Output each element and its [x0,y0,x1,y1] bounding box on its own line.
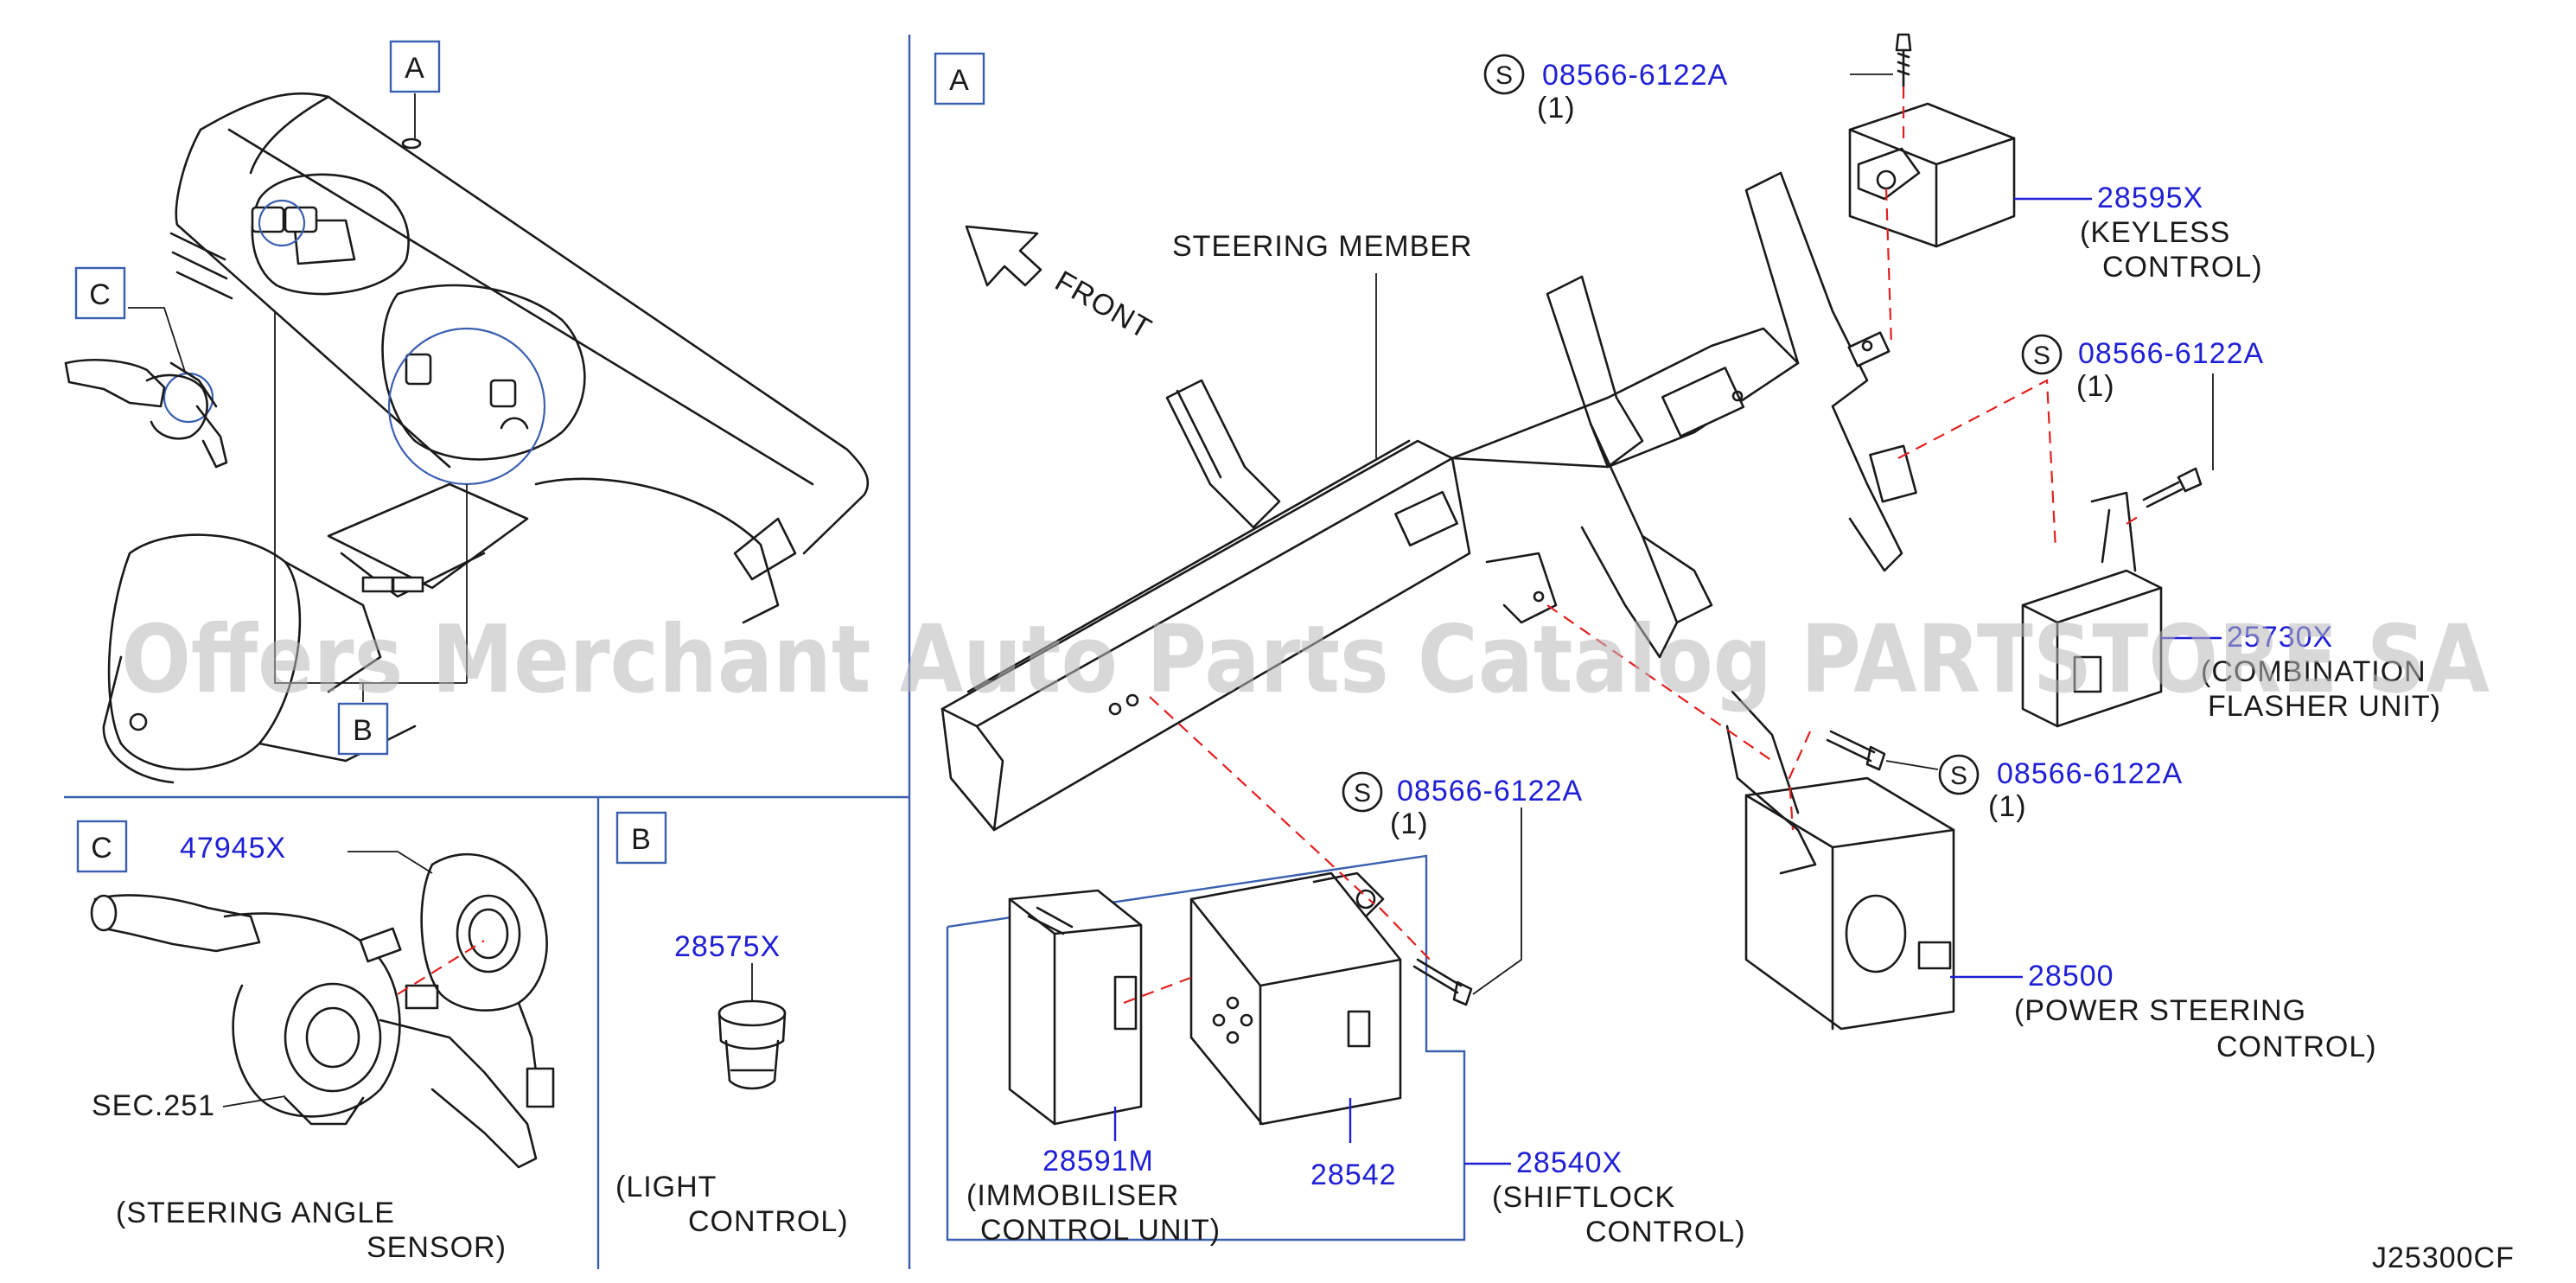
svg-text:S: S [2033,341,2050,370]
svg-text:STEERING MEMBER: STEERING MEMBER [1172,230,1472,263]
watermark: Offers Merchant Auto Parts Catalog PARTS… [121,606,2490,714]
shiftlock-label: 28540X (SHIFTLOCK CONTROL) [1464,1146,1746,1248]
power-steering-control-drawing [1546,604,1955,1031]
screw-callout-4: S 08566-6122A (1) [1342,771,1583,995]
steering-member-label: STEERING MEMBER [1172,230,1472,458]
svg-text:A: A [405,52,425,85]
steering-angle-sensor-labels: 47945X SEC.251 (STEERING ANGLE SENSOR) [92,832,507,1264]
steering-angle-sensor-drawing [90,852,555,1169]
diagram-code: J25300CF [2372,1242,2515,1274]
svg-text:08566-6122A: 08566-6122A [1542,59,1728,92]
svg-text:(SHIFTLOCK: (SHIFTLOCK [1492,1181,1675,1214]
svg-text:08566-6122A: 08566-6122A [1397,775,1583,807]
svg-text:S: S [1354,779,1371,807]
svg-text:(COMBINATION: (COMBINATION [2201,655,2426,688]
svg-text:(STEERING ANGLE: (STEERING ANGLE [116,1197,395,1229]
panel-dividers [64,35,911,1269]
svg-text:SENSOR): SENSOR) [367,1231,507,1264]
overview-label-a: A [389,40,441,93]
svg-text:28595X: 28595X [2097,182,2203,214]
svg-text:B: B [353,714,373,747]
svg-text:28591M: 28591M [1043,1145,1154,1178]
svg-text:47945X: 47945X [180,832,286,865]
svg-text:25730X: 25730X [2227,621,2333,654]
svg-text:CONTROL): CONTROL) [1585,1216,1746,1248]
svg-text:S: S [1495,61,1513,90]
light-control-labels: 28575X (LIGHT CONTROL) [615,930,849,1238]
svg-text:CONTROL UNIT): CONTROL UNIT) [980,1214,1221,1247]
shiftlock-group-drawing [946,696,1473,1242]
light-control-sensor-drawing [717,999,787,1090]
panel-a-letter: A [934,52,985,105]
screw-callout-1: S 08566-6122A (1) [1483,54,1893,124]
svg-text:CONTROL): CONTROL) [688,1205,849,1238]
svg-text:(POWER STEERING: (POWER STEERING [2014,994,2306,1027]
svg-text:(1): (1) [2076,370,2115,403]
svg-text:(1): (1) [1988,790,2027,823]
svg-text:CONTROL): CONTROL) [2216,1031,2377,1063]
svg-text:(LIGHT: (LIGHT [615,1171,717,1203]
svg-text:CONTROL): CONTROL) [2102,251,2263,284]
power-steering-control-label: 28500 (POWER STEERING CONTROL) [1950,960,2377,1063]
svg-text:28500: 28500 [2028,960,2114,993]
keyless-control-label: 28595X (KEYLESS CONTROL) [2014,182,2263,284]
overview-label-c: C [74,266,126,320]
combination-flasher-label: 25730X (COMBINATION FLASHER UNIT) [2161,621,2441,723]
keyless-control-drawing [1848,33,2016,347]
svg-text:08566-6122A: 08566-6122A [1997,757,2183,790]
combination-flasher-drawing [1897,379,2203,728]
front-arrow-icon: FRONT [965,225,1157,346]
svg-text:(IMMOBILISER: (IMMOBILISER [966,1179,1179,1212]
svg-text:A: A [949,64,970,97]
screw-callout-3: S 08566-6122A (1) [1885,754,2183,823]
svg-text:B: B [631,823,652,856]
panel-b-letter: B [615,811,667,865]
svg-text:FLASHER UNIT): FLASHER UNIT) [2208,690,2441,723]
overview-callouts [128,93,468,702]
immobiliser-label: 28591M (IMMOBILISER CONTROL UNIT) [966,1107,1221,1247]
svg-text:28540X: 28540X [1516,1146,1623,1179]
svg-text:28575X: 28575X [674,930,781,963]
overview-label-b: B [337,702,389,756]
screw-callout-2: S 08566-6122A (1) [2021,334,2264,470]
svg-text:(1): (1) [1537,92,1576,124]
shiftlock-inner-label: 28542 [1310,1098,1397,1191]
svg-text:C: C [91,832,113,865]
svg-text:(1): (1) [1390,807,1429,840]
svg-text:FRONT: FRONT [1049,265,1157,346]
svg-text:SEC.251: SEC.251 [92,1089,215,1122]
svg-text:28542: 28542 [1310,1159,1397,1191]
svg-text:08566-6122A: 08566-6122A [2078,337,2264,370]
steering-member-drawing [940,171,1917,832]
svg-text:(KEYLESS: (KEYLESS [2080,216,2230,249]
panel-c-letter: C [76,820,128,873]
svg-text:S: S [1950,762,1967,790]
svg-text:C: C [89,278,112,311]
